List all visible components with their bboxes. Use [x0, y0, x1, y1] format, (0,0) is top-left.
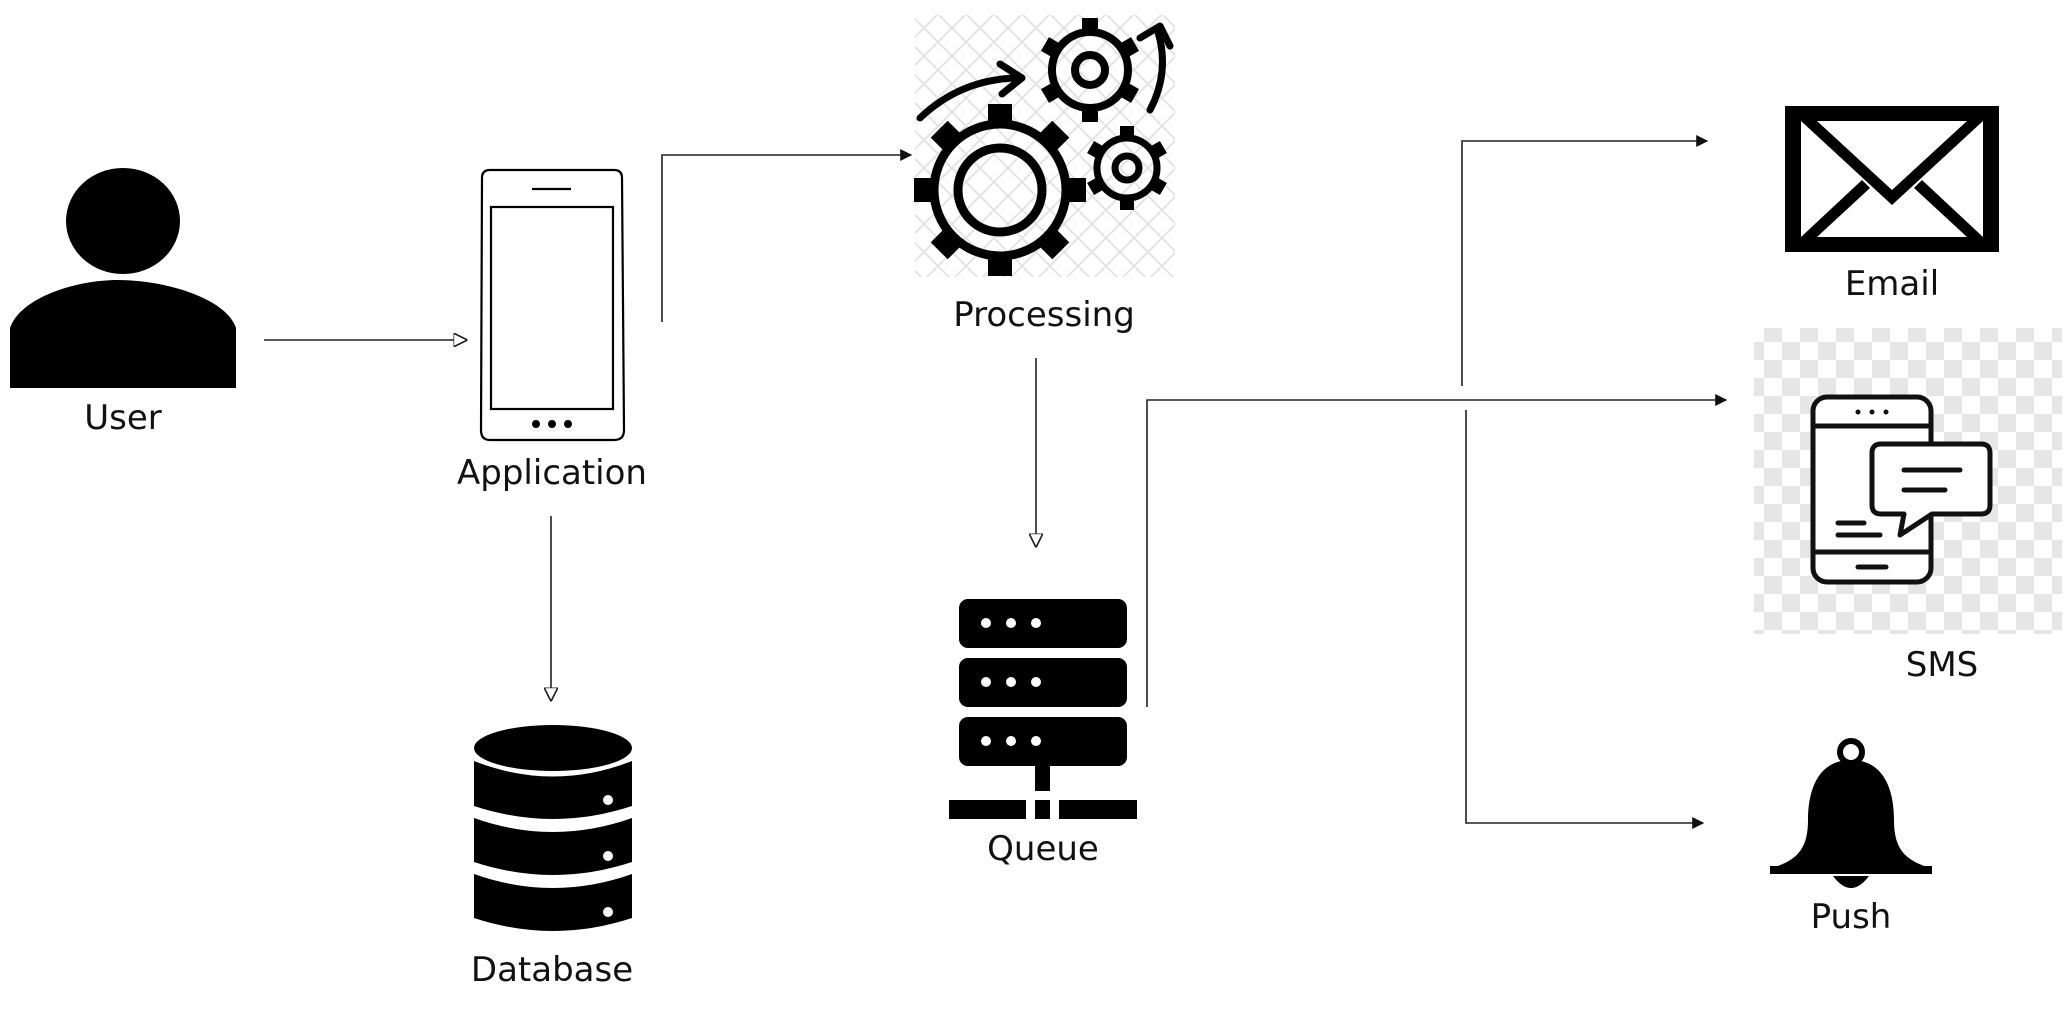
envelope-icon	[1785, 106, 1999, 252]
edge-queue-push	[1465, 410, 1705, 829]
processing-label: Processing	[953, 295, 1135, 335]
edge-queue-email	[1461, 135, 1709, 386]
user-icon	[10, 168, 236, 388]
edge-queue-sms	[1146, 394, 1728, 707]
gears-icon	[914, 15, 1175, 277]
smartphone-icon	[479, 168, 626, 442]
connectors	[264, 135, 1728, 829]
edge-application-processing	[661, 149, 913, 322]
user-label: User	[84, 398, 162, 438]
email-label: Email	[1844, 264, 1940, 304]
bell-icon	[1770, 738, 1932, 888]
server-rack-icon	[949, 599, 1137, 819]
database-label: Database	[470, 950, 634, 990]
sms-label: SMS	[1905, 645, 1979, 685]
database-icon	[474, 725, 632, 931]
queue-label: Queue	[987, 829, 1099, 869]
application-label: Application	[457, 453, 647, 493]
phone-chat-icon	[1754, 328, 2062, 634]
push-label: Push	[1810, 897, 1892, 937]
